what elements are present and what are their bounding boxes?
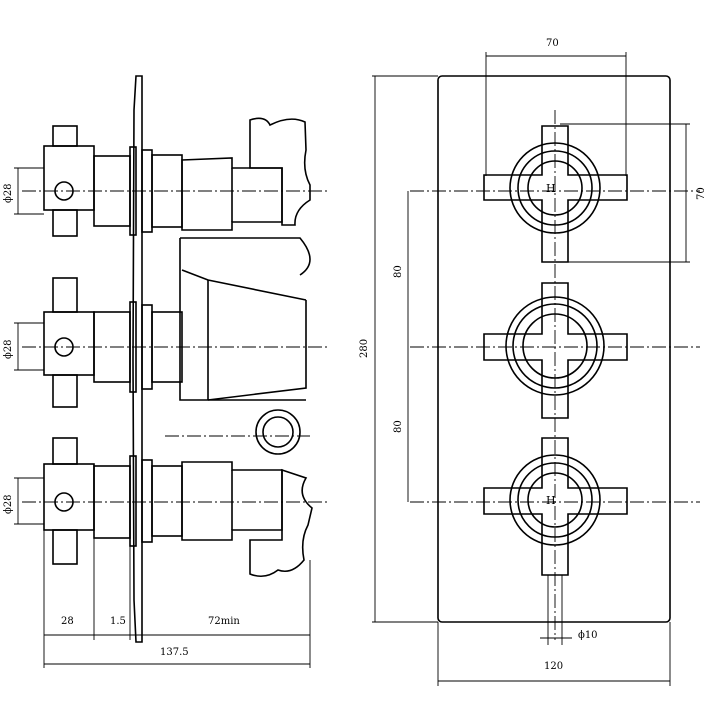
top-handle-mark: H xyxy=(546,182,556,195)
front-handle-middle xyxy=(483,282,628,419)
depth-dims: 28 1.5 72min 137.5 xyxy=(43,530,311,668)
dim-spacing-upper: 80 xyxy=(393,265,404,278)
dim-spacing-lower: 80 xyxy=(393,420,404,433)
front-handle-top: H xyxy=(483,125,628,263)
handle-dia-label-middle: ϕ28 xyxy=(3,339,14,359)
front-handle-bottom: H xyxy=(483,437,628,576)
dim-handle-width-group: 70 xyxy=(485,38,627,176)
side-handle-top xyxy=(43,125,183,237)
dim-spindle-dia: ϕ10 xyxy=(578,630,598,641)
side-handle-bottom xyxy=(43,437,183,565)
dim-handle-height: 70 xyxy=(696,187,707,200)
dim-plate-height: 280 xyxy=(359,339,370,358)
dim-spacing-group: 80 80 xyxy=(393,191,409,502)
front-view: H H 70 xyxy=(359,38,707,686)
handle-dia-label-top: ϕ28 xyxy=(3,183,14,203)
dim-handle-height-group: 70 xyxy=(560,123,707,263)
dim-plate-width: 120 xyxy=(544,661,563,672)
dim-plate-height-group: 280 xyxy=(359,75,438,623)
wall-plate xyxy=(132,75,143,643)
dim-plate-width-group: 120 xyxy=(437,622,671,686)
dim-handle-depth: 28 xyxy=(61,616,74,627)
dim-handle-width: 70 xyxy=(546,38,559,49)
dim-spindle-group: ϕ10 xyxy=(540,575,598,645)
bottom-handle-mark: H xyxy=(546,494,556,507)
dim-total-depth: 137.5 xyxy=(160,647,189,658)
front-plate xyxy=(437,75,671,623)
dim-plate-thickness: 1.5 xyxy=(110,616,126,627)
valve-body xyxy=(179,117,313,578)
side-handle-middle xyxy=(43,277,183,408)
side-view: ϕ28 ϕ28 ϕ28 28 1.5 72min 137.5 xyxy=(3,75,330,668)
handle-dia-label-bottom: ϕ28 xyxy=(3,494,14,514)
handle-diameter-dims: ϕ28 ϕ28 ϕ28 xyxy=(3,167,44,525)
dim-body-depth: 72min xyxy=(208,616,240,627)
